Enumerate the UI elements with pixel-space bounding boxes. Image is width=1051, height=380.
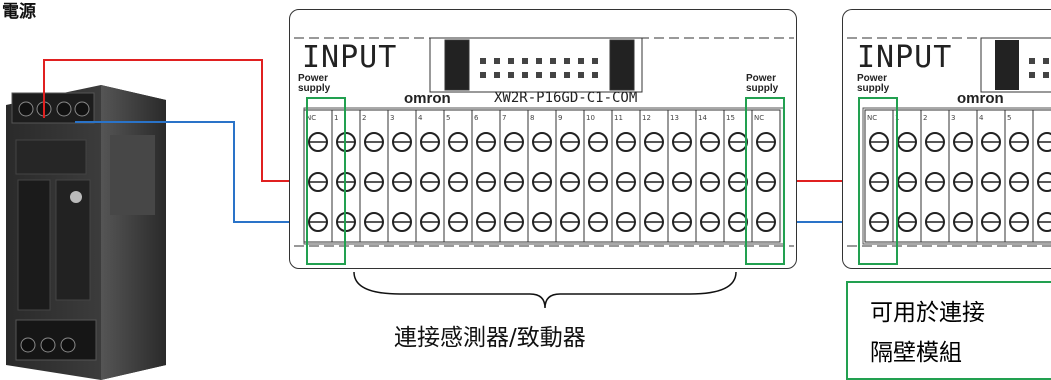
terminal-number-9: 9 bbox=[558, 114, 563, 122]
caption-box-partition: 可用於連接 隔壁模組 bbox=[846, 281, 1051, 380]
terminal-block-adjacent: INPUT omron Power supply NC 1 2 3 4 5 bbox=[842, 9, 1051, 269]
power-supply-label-right: Power supply bbox=[746, 73, 779, 94]
terminal-block-main: INPUT omron XW2R-P16GD-C1-COM Power supp… bbox=[289, 9, 797, 269]
highlight-power-terminals-adjacent bbox=[858, 97, 898, 265]
terminal-number-adj-5: 5 bbox=[1007, 114, 1012, 122]
power-supply-label-adjacent: Power supply bbox=[857, 73, 890, 94]
red-wire-psu bbox=[43, 59, 322, 182]
terminal-number-nc-left: NC bbox=[306, 114, 317, 122]
terminal-number-10: 10 bbox=[586, 114, 595, 122]
terminal-number-6: 6 bbox=[474, 114, 479, 122]
terminal-number-1: 1 bbox=[334, 114, 339, 122]
model-number: XW2R-P16GD-C1-COM bbox=[494, 90, 638, 106]
terminal-number-nc-right: NC bbox=[754, 114, 765, 122]
input-text-adjacent: INPUT bbox=[857, 40, 953, 75]
terminal-number-11: 11 bbox=[614, 114, 623, 122]
power-supply-label-left: Power supply bbox=[298, 73, 331, 94]
terminal-number-4: 4 bbox=[418, 114, 423, 122]
power-supply-label: 電源 bbox=[2, 2, 36, 22]
terminal-number-adj-2: 2 bbox=[923, 114, 928, 122]
input-text: INPUT bbox=[302, 40, 398, 75]
terminal-number-14: 14 bbox=[698, 114, 707, 122]
terminal-number-3: 3 bbox=[390, 114, 395, 122]
terminal-number-15: 15 bbox=[726, 114, 735, 122]
terminal-block-adjacent-art bbox=[847, 37, 1051, 247]
terminal-number-2: 2 bbox=[362, 114, 367, 122]
terminal-number-adj-4: 4 bbox=[979, 114, 984, 122]
terminal-number-5: 5 bbox=[446, 114, 451, 122]
caption-sensor-actuator: 連接感測器/致動器 bbox=[394, 325, 586, 351]
terminal-number-adj-3: 3 bbox=[951, 114, 956, 122]
brand-logo-text-adjacent: omron bbox=[957, 90, 1004, 107]
brace-sensor-terminals bbox=[353, 271, 737, 309]
caption-partition-line1: 可用於連接 bbox=[870, 300, 985, 326]
power-supply-unit-image bbox=[6, 85, 166, 380]
blue-wire-psu bbox=[75, 121, 322, 223]
terminal-number-adj-nc: NC bbox=[867, 114, 878, 122]
highlight-power-terminals-left bbox=[306, 97, 346, 265]
terminal-number-7: 7 bbox=[502, 114, 507, 122]
highlight-power-terminals-right bbox=[745, 97, 785, 265]
terminal-number-13: 13 bbox=[670, 114, 679, 122]
brand-logo-text: omron bbox=[404, 90, 451, 107]
terminal-number-12: 12 bbox=[642, 114, 651, 122]
terminal-block-main-art bbox=[294, 37, 794, 247]
terminal-number-8: 8 bbox=[530, 114, 535, 122]
caption-partition-line2: 隔壁模組 bbox=[870, 340, 962, 366]
